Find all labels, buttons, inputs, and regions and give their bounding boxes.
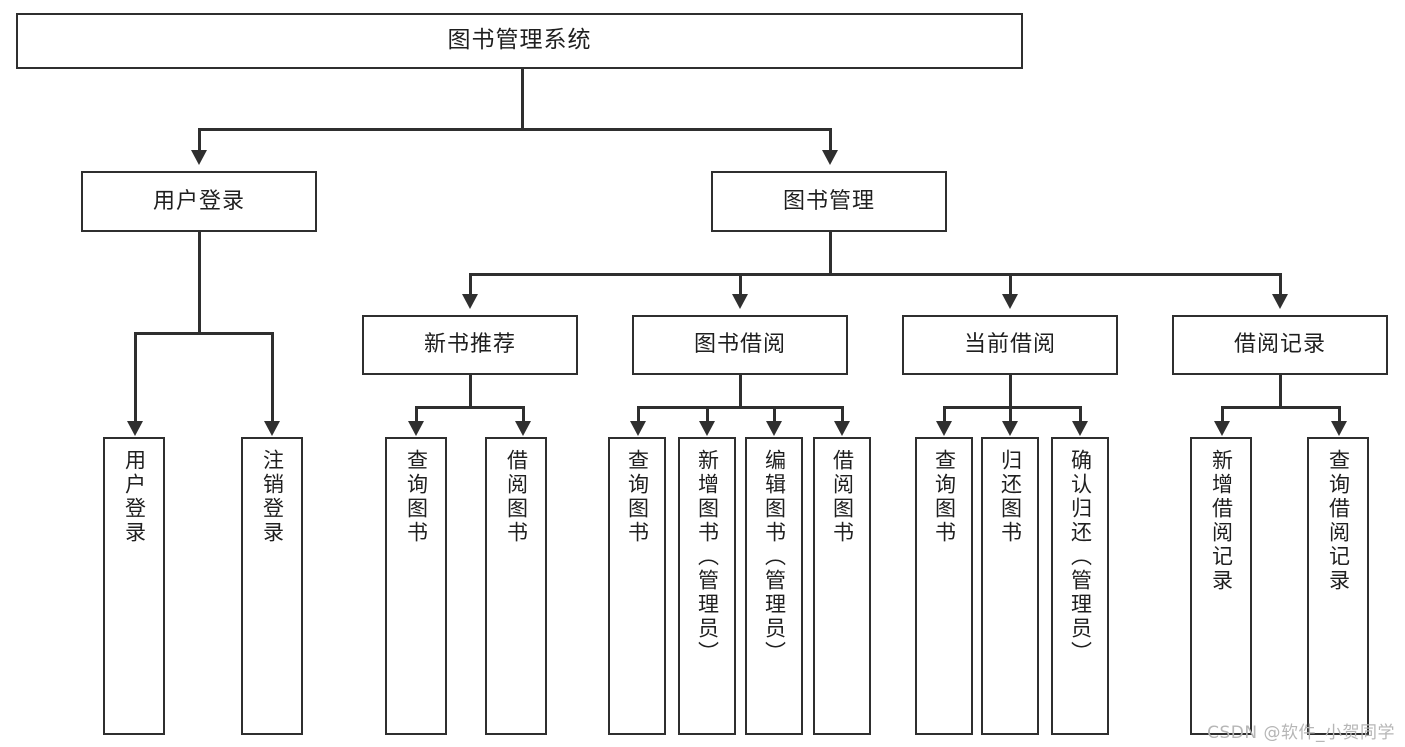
arrow-to-borrow-record [1272, 294, 1288, 309]
connector-drop-leaf-query-book-3 [943, 406, 946, 422]
connector-user-login-stem [198, 232, 201, 333]
leaf-add-book-admin[interactable]: 新增图书（管理员） [678, 437, 736, 735]
leaf-query-book-new-rec[interactable]: 查询图书 [385, 437, 447, 735]
connector-drop-leaf-borrow-book-2 [841, 406, 844, 422]
connector-new-book-rec-stem [469, 375, 472, 408]
leaf-edit-book-admin[interactable]: 编辑图书（管理员） [745, 437, 803, 735]
leaf-add-borrow-record[interactable]: 新增借阅记录 [1190, 437, 1252, 735]
arrow-to-current-borrow [1002, 294, 1018, 309]
node-label: 查询图书 [932, 449, 957, 545]
node-label: 用户登录 [122, 449, 147, 545]
node-label: 编辑图书（管理员） [762, 449, 787, 665]
leaf-query-borrow-record[interactable]: 查询借阅记录 [1307, 437, 1369, 735]
node-current-borrowing[interactable]: 当前借阅 [902, 315, 1118, 375]
node-label: 借阅图书 [830, 449, 855, 545]
connector-drop-leaf-query-book-2 [637, 406, 640, 422]
leaf-user-login[interactable]: 用户登录 [103, 437, 165, 735]
connector-borrow-record-stem [1279, 375, 1282, 408]
arrow-to-leaf-logout [264, 421, 280, 436]
connector-user-login-bus [134, 332, 273, 335]
connector-drop-leaf-query-record [1338, 406, 1341, 422]
node-borrowing-record[interactable]: 借阅记录 [1172, 315, 1388, 375]
arrow-to-leaf-query-book-1 [408, 421, 424, 436]
csdn-watermark: CSDN @软件_小贺同学 [1207, 723, 1395, 743]
arrow-to-leaf-add-book [699, 421, 715, 436]
node-label: 借阅图书 [504, 449, 529, 545]
connector-drop-current-borrow [1009, 273, 1012, 295]
arrow-to-book-manage [822, 150, 838, 165]
connector-drop-leaf-borrow-book-1 [522, 406, 525, 422]
node-label: 新书推荐 [423, 332, 516, 358]
connector-current-borrow-bus [943, 406, 1081, 409]
connector-root-stem [521, 69, 524, 129]
node-user-login[interactable]: 用户登录 [81, 171, 317, 232]
connector-drop-leaf-add-record [1221, 406, 1224, 422]
node-label: 借阅记录 [1233, 332, 1326, 358]
node-label: 新增借阅记录 [1209, 449, 1234, 593]
arrow-to-leaf-query-record [1331, 421, 1347, 436]
node-book-borrowing[interactable]: 图书借阅 [632, 315, 848, 375]
connector-drop-user-login [198, 128, 201, 150]
node-label: 图书管理系统 [447, 27, 592, 54]
connector-drop-borrow-record [1279, 273, 1282, 295]
leaf-borrow-book-new-rec[interactable]: 借阅图书 [485, 437, 547, 735]
arrow-to-leaf-borrow-book-2 [834, 421, 850, 436]
arrow-to-leaf-return-book [1002, 421, 1018, 436]
node-label: 确认归还（管理员） [1068, 449, 1093, 665]
connector-book-borrow-stem [739, 375, 742, 408]
connector-book-manage-bus [469, 273, 1280, 276]
connector-new-book-rec-bus [415, 406, 524, 409]
arrow-to-leaf-query-book-3 [936, 421, 952, 436]
leaf-logout[interactable]: 注销登录 [241, 437, 303, 735]
arrow-to-user-login [191, 150, 207, 165]
connector-book-borrow-bus [637, 406, 843, 409]
node-label: 图书管理 [782, 188, 875, 214]
node-label: 查询图书 [404, 449, 429, 545]
connector-drop-leaf-add-book [706, 406, 709, 422]
node-label: 图书借阅 [693, 332, 786, 358]
leaf-return-book[interactable]: 归还图书 [981, 437, 1039, 735]
arrow-to-leaf-query-book-2 [630, 421, 646, 436]
connector-drop-leaf-return-book [1009, 406, 1012, 422]
arrow-to-new-book-rec [462, 294, 478, 309]
node-label: 用户登录 [152, 188, 245, 214]
node-label: 注销登录 [260, 449, 285, 545]
connector-current-borrow-stem [1009, 375, 1012, 408]
arrow-to-leaf-borrow-book-1 [515, 421, 531, 436]
node-label: 查询图书 [625, 449, 650, 545]
connector-drop-new-book-rec [469, 273, 472, 295]
arrow-to-leaf-user-login [127, 421, 143, 436]
leaf-query-book-current[interactable]: 查询图书 [915, 437, 973, 735]
node-root-book-management-system[interactable]: 图书管理系统 [16, 13, 1023, 69]
node-label: 查询借阅记录 [1326, 449, 1351, 593]
leaf-query-book-borrow[interactable]: 查询图书 [608, 437, 666, 735]
connector-drop-leaf-user-login [134, 332, 137, 422]
connector-drop-book-manage [829, 128, 832, 150]
connector-drop-leaf-logout [271, 332, 274, 422]
leaf-borrow-book-borrow[interactable]: 借阅图书 [813, 437, 871, 735]
connector-drop-book-borrow [739, 273, 742, 295]
connector-book-manage-stem [829, 232, 832, 274]
arrow-to-leaf-add-record [1214, 421, 1230, 436]
arrow-to-leaf-edit-book [766, 421, 782, 436]
connector-drop-leaf-edit-book [773, 406, 776, 422]
arrow-to-leaf-confirm-return [1072, 421, 1088, 436]
node-label: 归还图书 [998, 449, 1023, 545]
leaf-confirm-return-admin[interactable]: 确认归还（管理员） [1051, 437, 1109, 735]
node-new-book-recommendation[interactable]: 新书推荐 [362, 315, 578, 375]
node-label: 新增图书（管理员） [695, 449, 720, 665]
node-book-management[interactable]: 图书管理 [711, 171, 947, 232]
node-label: 当前借阅 [963, 332, 1056, 358]
connector-drop-leaf-confirm-return [1079, 406, 1082, 422]
connector-root-bus [198, 128, 831, 131]
connector-drop-leaf-query-book-1 [415, 406, 418, 422]
arrow-to-book-borrow [732, 294, 748, 309]
connector-borrow-record-bus [1221, 406, 1340, 409]
